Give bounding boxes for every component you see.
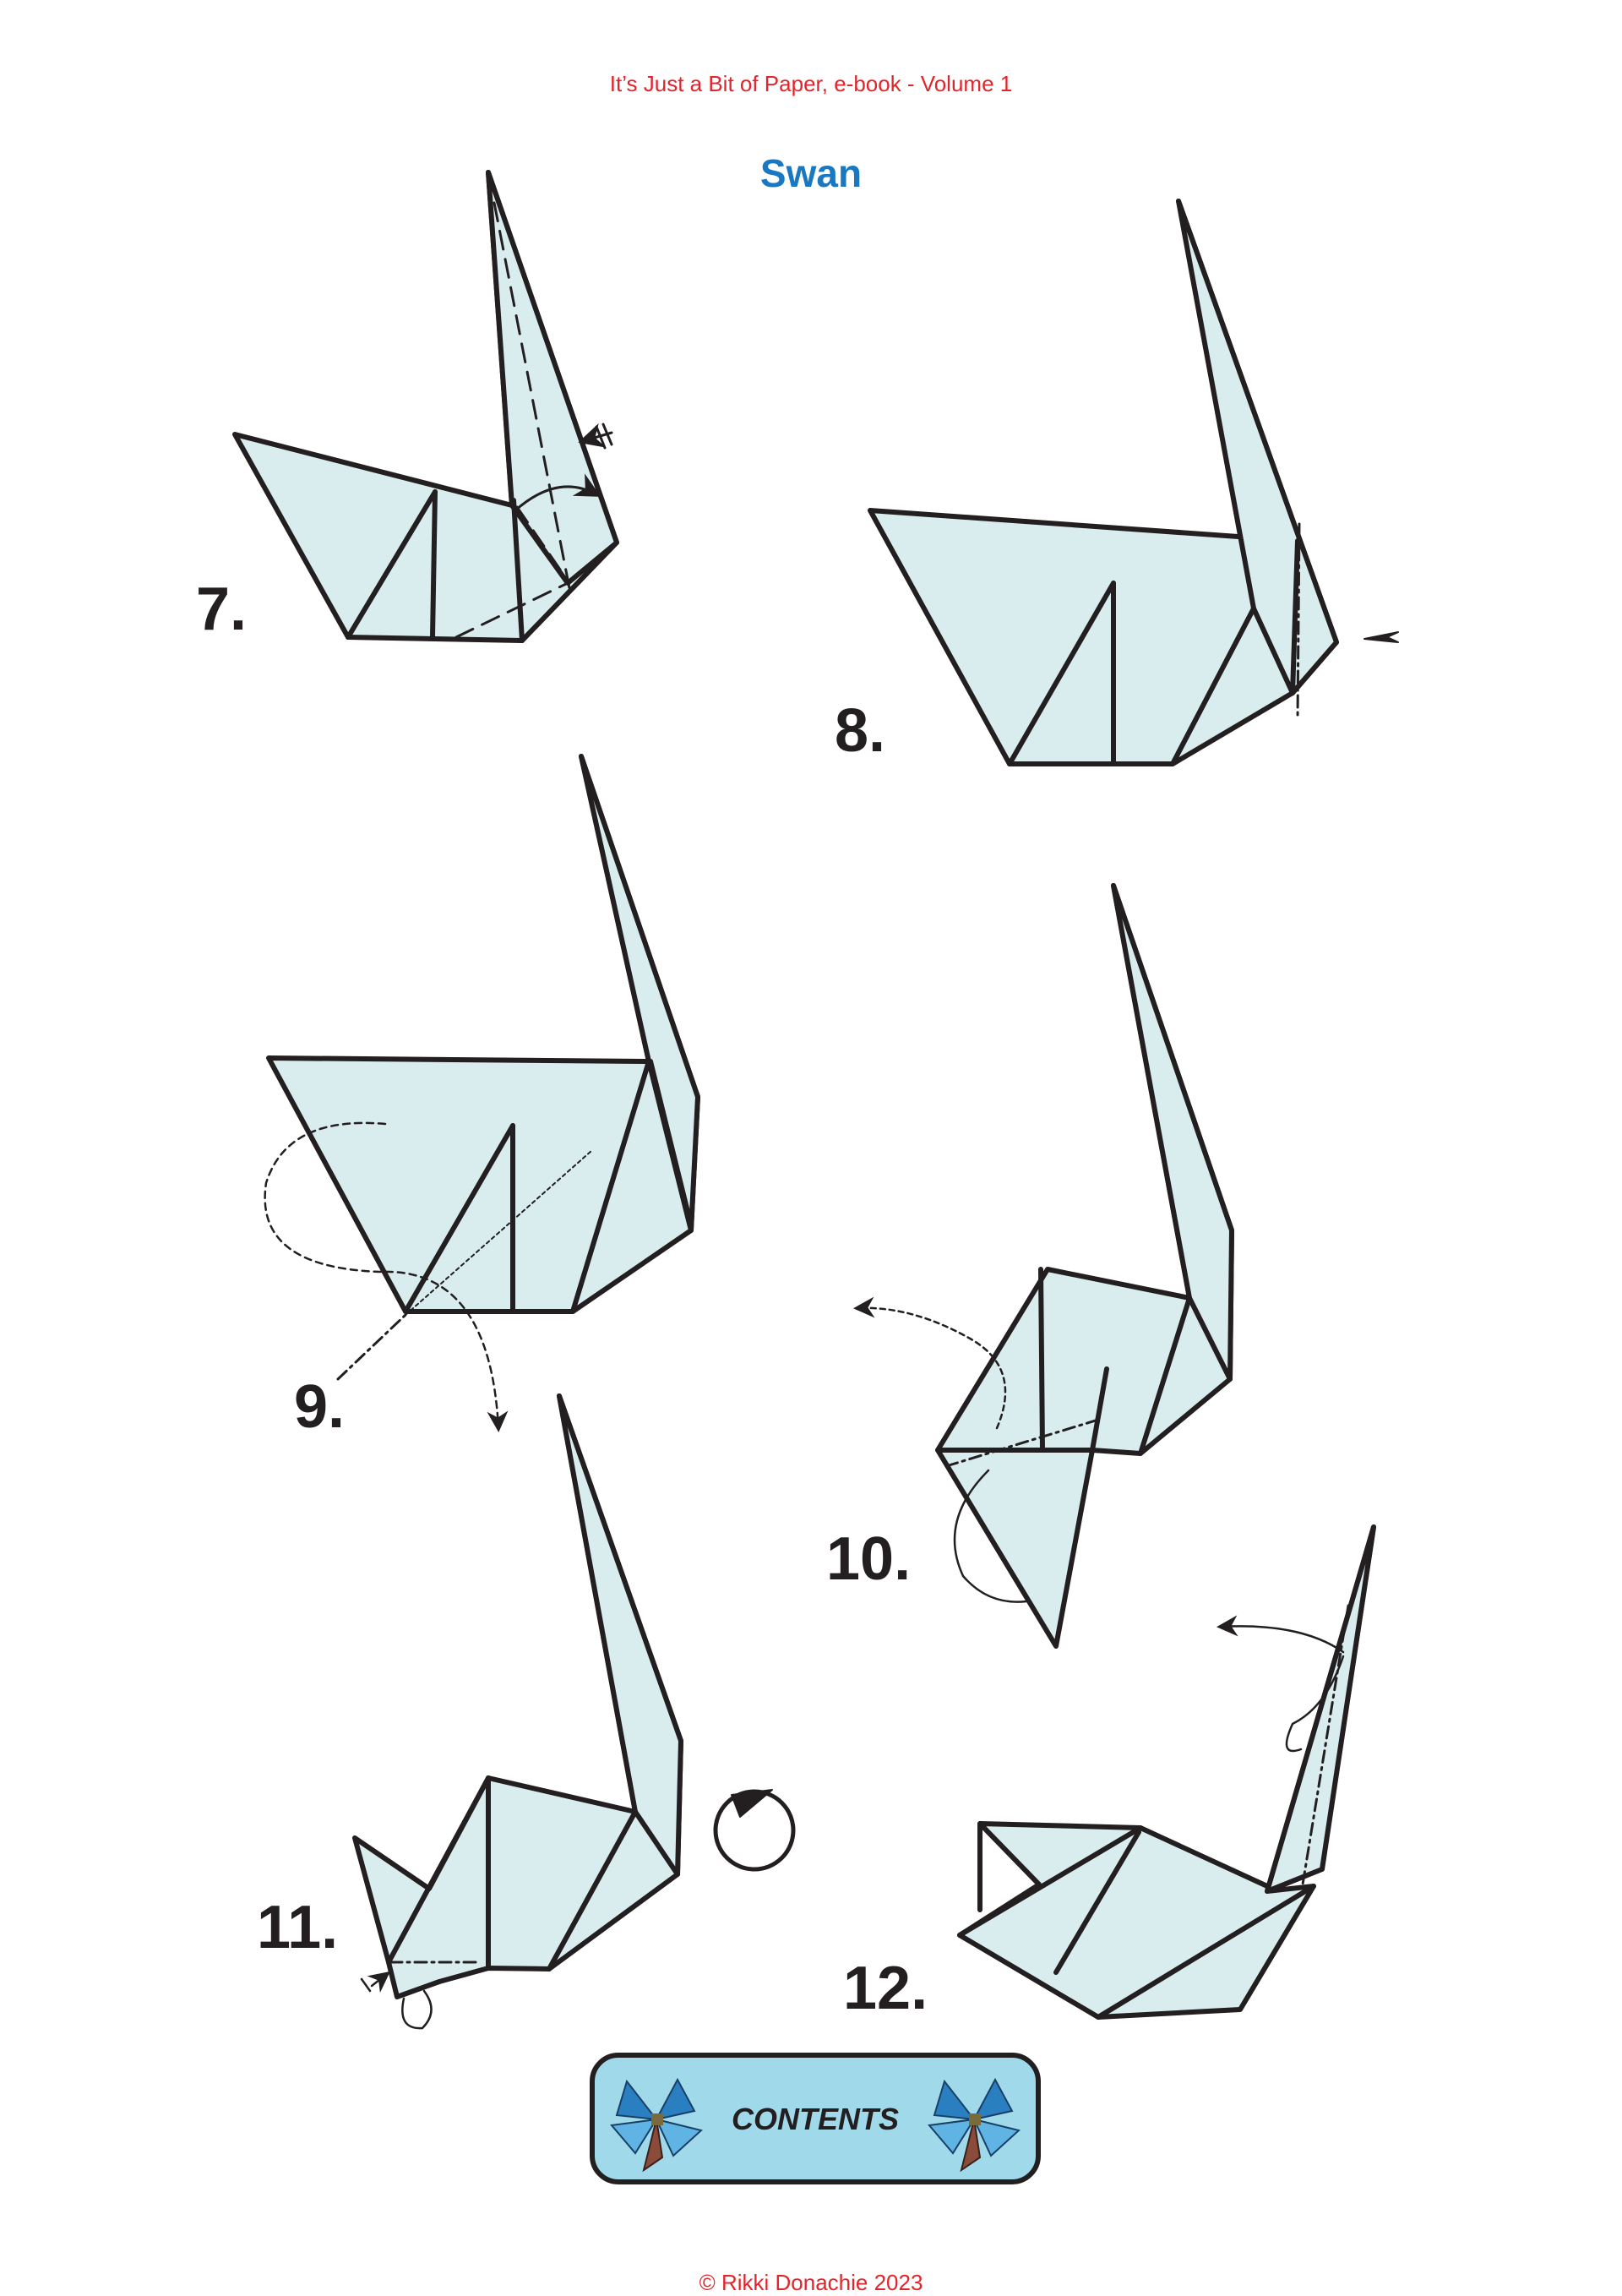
- contents-button[interactable]: CONTENTS: [590, 2053, 1041, 2184]
- butterfly-icon: [610, 2077, 703, 2173]
- butterfly-icon: [928, 2077, 1021, 2173]
- step-10-diagram: [853, 883, 1234, 1649]
- step-number-12: 12.: [843, 1955, 928, 2022]
- step-8-diagram: [868, 199, 1399, 766]
- step-12-diagram: [957, 1524, 1376, 2020]
- contents-label: CONTENTS: [732, 2102, 899, 2136]
- step-number-7: 7.: [196, 575, 248, 643]
- step-number-8: 8.: [835, 697, 886, 765]
- step-number-10: 10.: [826, 1525, 912, 1593]
- step-number-11: 11.: [257, 1894, 339, 1961]
- page-title: Swan: [759, 151, 863, 195]
- step-11-diagram: [352, 1393, 796, 2030]
- step-7-diagram: [232, 170, 619, 643]
- step-number-9: 9.: [294, 1373, 346, 1441]
- ebook-header: It’s Just a Bit of Paper, e-book - Volum…: [609, 71, 1013, 96]
- rotate-icon: [713, 1789, 796, 1872]
- push-arrow-icon: [1363, 631, 1399, 643]
- step-9-diagram: [264, 754, 700, 1432]
- copyright-footer: © Rikki Donachie 2023: [699, 2270, 923, 2295]
